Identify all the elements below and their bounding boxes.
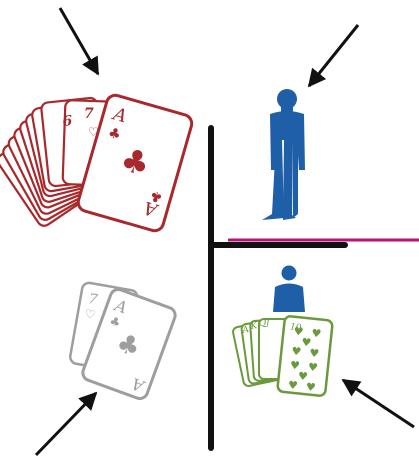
svg-text:6: 6 <box>62 113 74 130</box>
arrow-bottom-right <box>343 380 414 427</box>
svg-text:♥: ♥ <box>309 346 320 360</box>
arrow-bottom-left <box>36 393 96 455</box>
person-small <box>273 266 305 313</box>
svg-text:♥: ♥ <box>291 345 302 359</box>
arrow-top-right <box>309 25 358 86</box>
svg-text:♥: ♥ <box>287 378 298 392</box>
person-large <box>262 89 305 220</box>
gray-card-pair: 7 ♡ A ♣ ♣ A <box>69 282 177 401</box>
svg-text:♥: ♥ <box>307 360 318 374</box>
red-card-deck: 6 7 ♡ A ♣ ♣ A ♣ <box>0 93 194 233</box>
arrow-top-left <box>60 8 98 74</box>
svg-text:♥: ♥ <box>305 380 316 394</box>
svg-text:7: 7 <box>84 106 94 122</box>
green-card-fan: A K Q J 10 ♥♥ ♥ ♥♥ ♥♥ ♥ ♥♥ <box>232 316 333 397</box>
svg-text:♥: ♥ <box>311 327 322 341</box>
